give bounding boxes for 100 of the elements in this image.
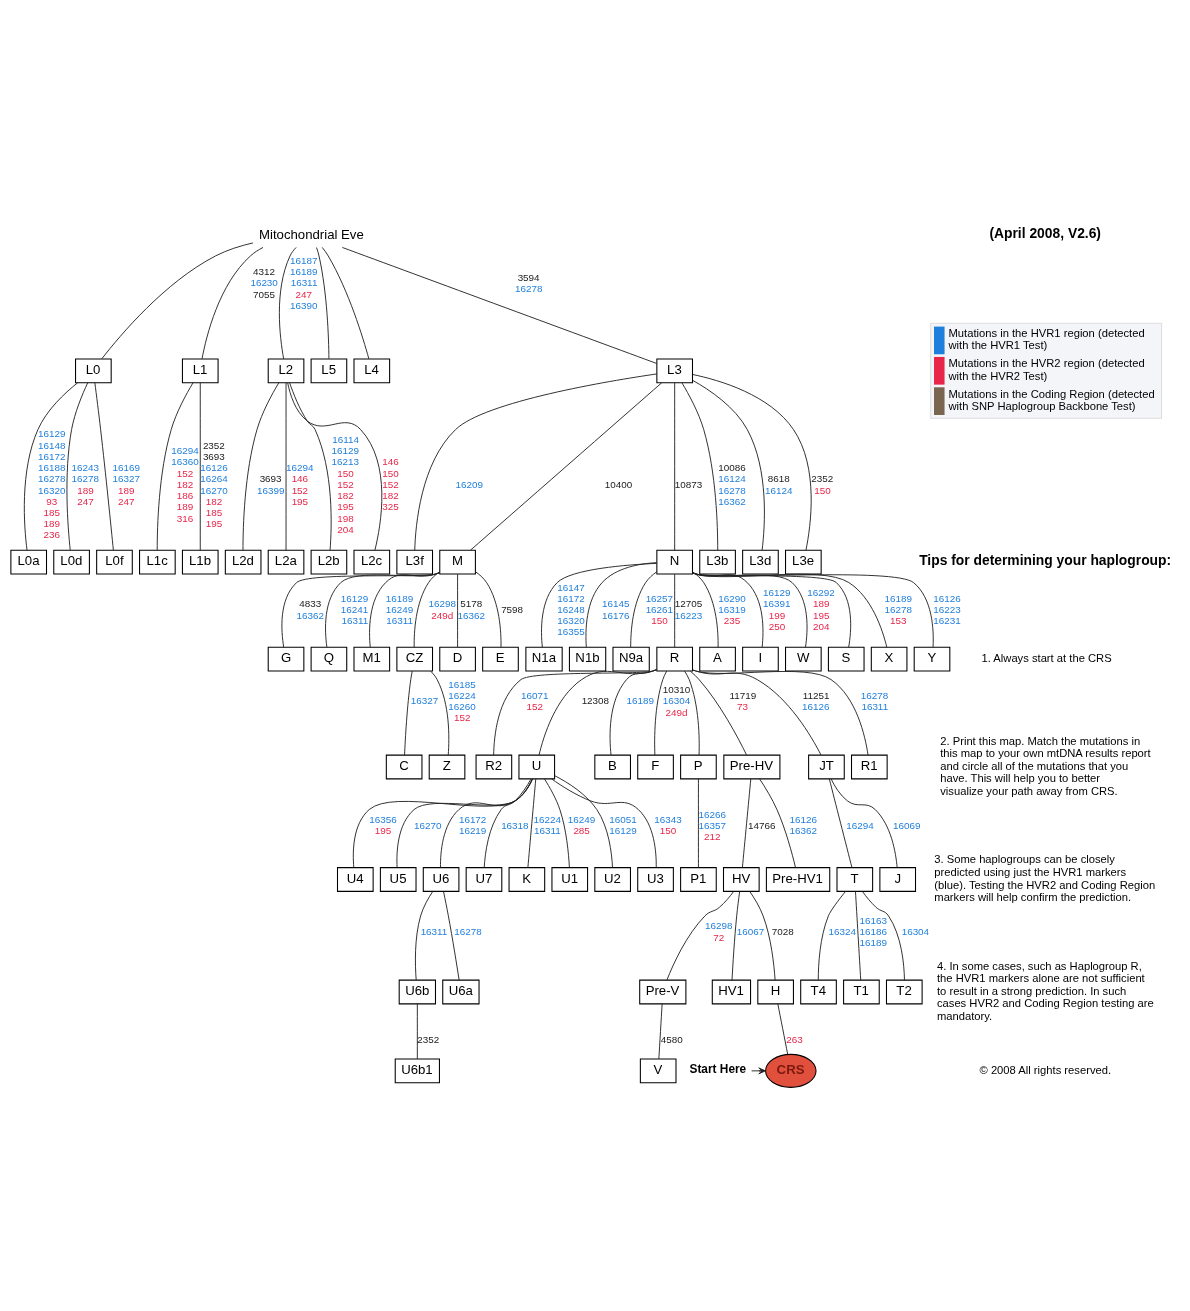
connector xyxy=(681,382,719,551)
edge-label: 16324 xyxy=(828,925,856,937)
node-box: V xyxy=(639,1058,677,1084)
node-text: Mitochondrial Eve xyxy=(258,226,364,242)
connector xyxy=(551,778,657,868)
edge-label: 12308 xyxy=(581,695,610,707)
edge-label: 16189 xyxy=(626,695,654,707)
node-box: B xyxy=(594,754,631,780)
node-box: G xyxy=(267,646,305,672)
node-ellipse: CRS xyxy=(765,1053,817,1088)
connector xyxy=(527,778,537,868)
connector xyxy=(101,242,254,360)
connector xyxy=(352,778,534,868)
connector xyxy=(475,571,502,648)
edge-label: 4580 xyxy=(660,1033,683,1045)
connector xyxy=(674,573,676,648)
edge-label: 16126 16362 xyxy=(789,814,817,837)
edge-label: 16145 16176 xyxy=(602,598,630,621)
connector xyxy=(493,669,658,756)
connector xyxy=(658,1003,663,1060)
node-box: U5 xyxy=(379,867,417,892)
connector xyxy=(654,670,668,756)
edge-label: 7028 xyxy=(771,925,794,937)
node-box: HV xyxy=(722,867,760,892)
node-box: L2a xyxy=(267,549,305,575)
connector xyxy=(666,891,735,981)
connector xyxy=(585,562,658,648)
node-box: F xyxy=(637,754,674,780)
connector xyxy=(689,670,747,756)
node-box: CZ xyxy=(396,646,434,672)
node-box: U xyxy=(518,754,556,780)
node-box: U1 xyxy=(551,867,589,892)
node-box: L4 xyxy=(353,358,391,384)
edge-label: 8618 16124 xyxy=(765,473,793,496)
edge-label: 16304 xyxy=(901,925,930,937)
connector xyxy=(684,670,700,756)
edge-label: 16266 16357 212 xyxy=(698,808,726,842)
label: © 2008 All rights reserved. xyxy=(979,1063,1112,1076)
edge-label: 16249 285 xyxy=(567,814,596,837)
edge-label: 16126 16223 16231 xyxy=(933,592,961,627)
arrow xyxy=(751,1067,766,1075)
connector xyxy=(201,247,264,360)
connector xyxy=(440,778,533,869)
node-box: N xyxy=(656,549,693,575)
node-box: U3 xyxy=(637,867,674,892)
edge-label: 3594 16278 xyxy=(515,271,543,294)
connector xyxy=(692,669,869,756)
node-box: JT xyxy=(808,754,845,780)
connector xyxy=(443,891,460,981)
edge-label: 16327 xyxy=(410,695,439,707)
node-box: L0a xyxy=(10,549,48,575)
edge-label: 2352 3693 16126 16264 16270 182 185 195 xyxy=(200,439,228,530)
connector xyxy=(457,573,459,648)
node-box: S xyxy=(827,646,865,672)
edge-label: 16294 xyxy=(846,819,874,831)
edge-label: 16298 249d xyxy=(428,598,457,621)
node-box: U6b xyxy=(398,979,436,1005)
legend-label: Mutations in the Coding Region (detected with SNP Haplogroup Backbone Test) xyxy=(948,387,1155,413)
edge-label: 5178 16362 xyxy=(457,598,486,621)
node-box: Pre-HV1 xyxy=(765,867,831,892)
connector xyxy=(759,778,796,868)
node-box: T4 xyxy=(800,979,837,1005)
node-box: T2 xyxy=(885,979,923,1005)
node-box: L3d xyxy=(742,549,779,575)
connector xyxy=(285,382,287,551)
label: 1. Always start at the CRS xyxy=(981,651,1112,664)
connector xyxy=(692,572,808,648)
edge-label: 16187 16189 16311 247 16390 xyxy=(289,254,318,311)
node-box: Q xyxy=(310,646,348,672)
connector xyxy=(692,571,719,648)
edge-label: 16278 16311 xyxy=(860,689,889,712)
node-box: L1c xyxy=(139,549,176,575)
node-box: Z xyxy=(428,754,466,780)
connector xyxy=(692,572,888,648)
edge-label: 7598 xyxy=(501,603,524,615)
edge-label: 16298 72 xyxy=(705,920,733,943)
edge-label: 16270 xyxy=(414,819,442,831)
edge-label: 263 xyxy=(786,1033,803,1045)
connector xyxy=(692,669,822,756)
connector xyxy=(692,572,852,648)
edge-label: 16169 16327 189 247 xyxy=(112,462,140,507)
connector xyxy=(414,373,658,551)
node-box: J xyxy=(879,867,917,892)
connector xyxy=(674,382,676,551)
connector xyxy=(777,1003,789,1055)
label: 4. In some cases, such as Haplogroup R, the HVR1 markers alone are not sufficient to result in a strong prediction. In such cases HVR2 and Coding Region testing are mandatory. xyxy=(936,959,1154,1022)
edge-label: 16147 16172 16248 16320 16355 xyxy=(557,581,585,638)
node-box: K xyxy=(508,867,546,892)
connector xyxy=(470,382,663,551)
edge-label: 16067 xyxy=(736,925,765,937)
connector xyxy=(862,891,905,981)
node-box: P1 xyxy=(680,867,717,892)
edge-label: 16129 16391 199 250 xyxy=(763,587,791,632)
connector xyxy=(416,1003,418,1060)
node-box: HV1 xyxy=(711,979,752,1005)
connector xyxy=(609,668,658,756)
node-box: Pre-V xyxy=(639,979,687,1005)
connector xyxy=(855,891,862,981)
node-box: U6b1 xyxy=(394,1058,440,1084)
connector xyxy=(538,669,658,756)
